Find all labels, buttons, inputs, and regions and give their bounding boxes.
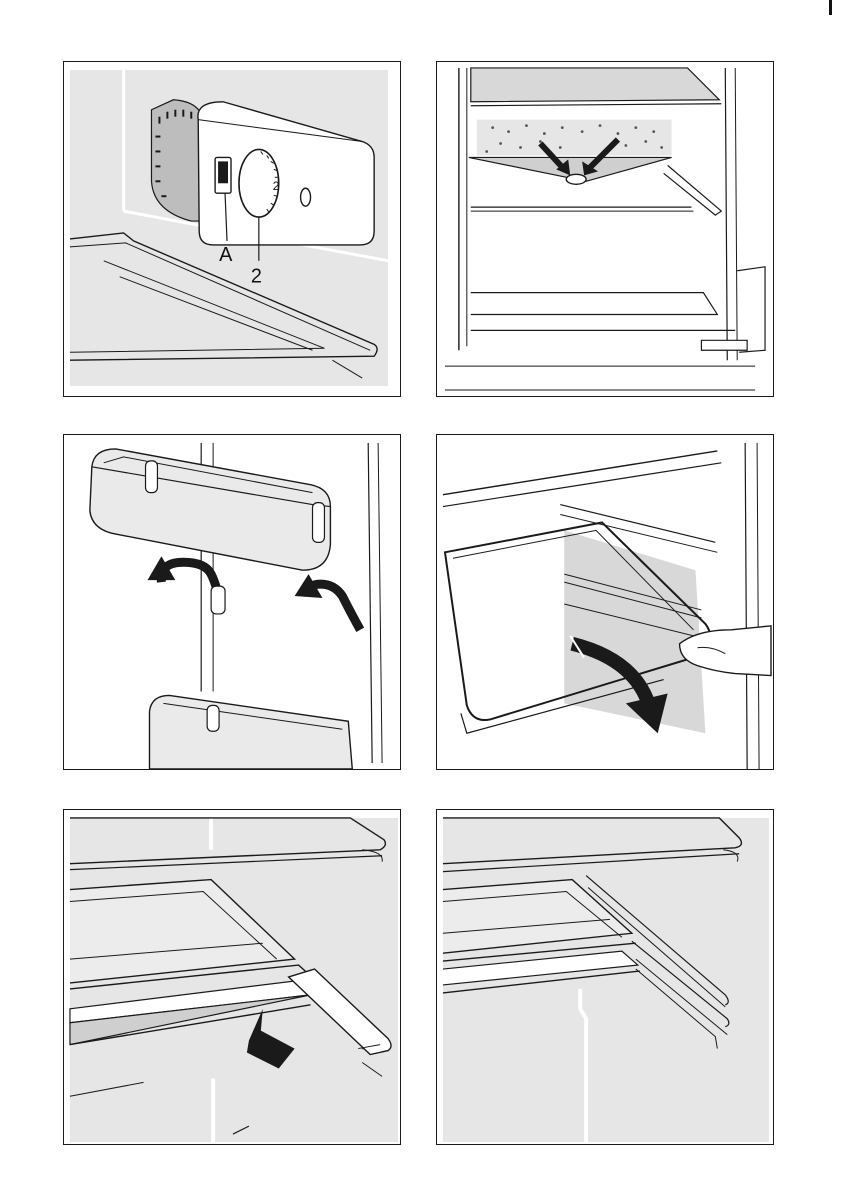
dial-number: 2 — [273, 179, 280, 193]
door-shelf-illustration — [64, 435, 400, 769]
temperature-control-illustration: 2 A 2 — [64, 62, 400, 396]
condensate-drain-illustration — [437, 62, 773, 396]
insert-shelf-illustration — [64, 810, 400, 1144]
figure-temperature-control: 2 A 2 — [63, 61, 401, 397]
folding-shelf-illustration — [437, 435, 773, 769]
figure-folding-shelf — [436, 434, 774, 770]
shelves-installed-illustration — [437, 810, 773, 1144]
page-corner-mark — [829, 0, 832, 15]
drain-hole-icon — [566, 174, 586, 184]
figure-shelves-installed — [436, 809, 774, 1145]
callout-a: A — [219, 244, 233, 266]
figure-insert-shelf — [63, 809, 401, 1145]
figure-condensate-drain — [436, 61, 774, 397]
figure-door-shelf — [63, 434, 401, 770]
callout-2: 2 — [251, 266, 262, 288]
